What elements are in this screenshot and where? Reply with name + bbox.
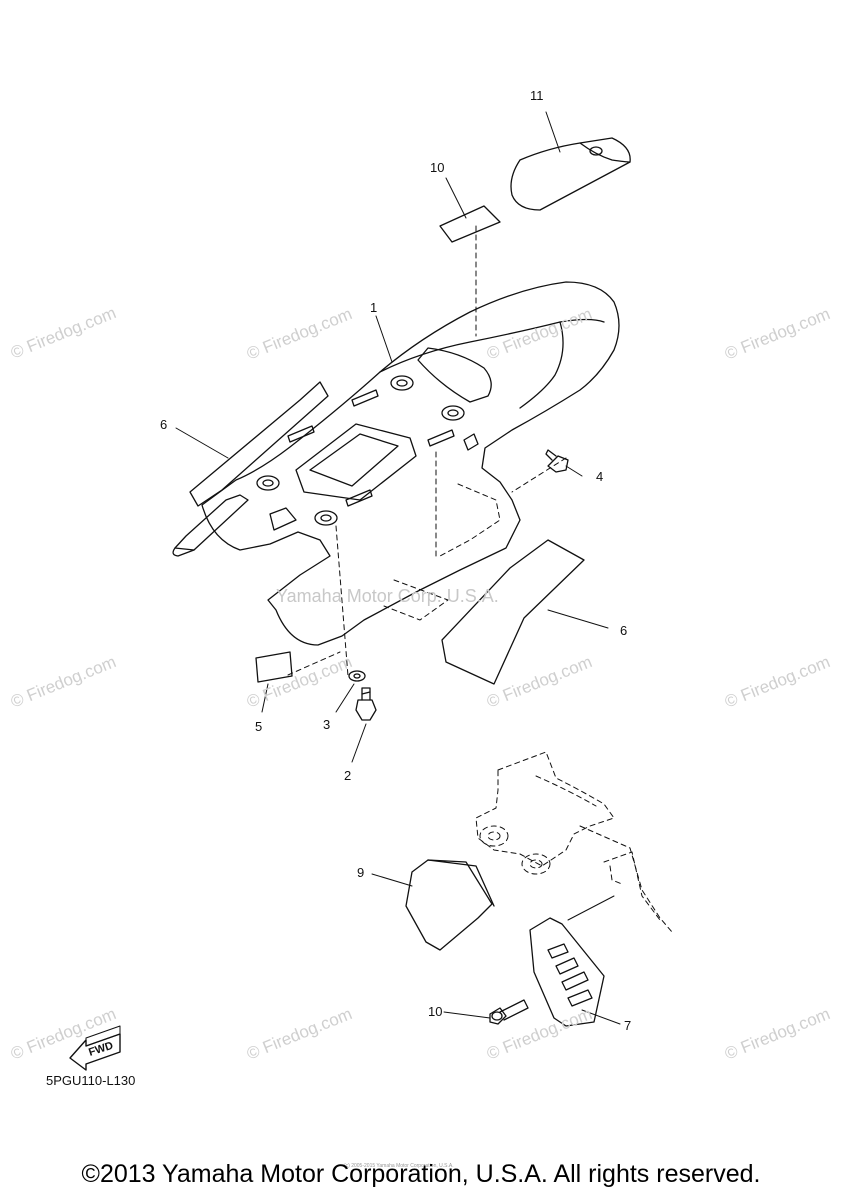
callout-6-upper: 6 — [160, 417, 168, 432]
callout-3: 3 — [323, 717, 331, 732]
part-7-plate-drawing — [529, 917, 605, 1027]
fwd-arrow-icon — [69, 1025, 121, 1071]
part-5-label-drawing — [255, 651, 293, 683]
leader-lines — [175, 111, 621, 1025]
callout-8: 9 — [357, 865, 365, 880]
part-9-bolt-drawing — [489, 999, 529, 1025]
part-1-rear-fender-drawing — [201, 281, 620, 646]
tiny-notice: (c) 2005-2015 Yamaha Motor Corporation, … — [344, 1163, 454, 1169]
part-8-guard-drawing — [405, 859, 493, 951]
callout-1: 1 — [370, 300, 378, 315]
callout-6-lower: 6 — [620, 623, 628, 638]
callout-5: 5 — [255, 719, 263, 734]
part-4-screw-drawing — [545, 449, 569, 473]
callout-9: 10 — [428, 1004, 443, 1019]
callout-4: 4 — [596, 469, 604, 484]
hidden-lines — [287, 225, 567, 677]
callout-11: 11 — [530, 88, 544, 103]
copyright-notice: ©2013 Yamaha Motor Corporation, U.S.A. A… — [81, 1160, 761, 1188]
part-10-label-drawing — [439, 205, 501, 243]
part-11-tube-drawing — [510, 137, 631, 211]
callout-10: 10 — [430, 160, 445, 175]
watermark-yamaha: Yamaha Motor Corp. U.S.A. — [276, 586, 499, 606]
part-6-right-pad-drawing — [441, 539, 585, 685]
diagram-code: 5PGU110-L130 — [46, 1073, 136, 1088]
part-2-bolt-drawing — [355, 687, 377, 721]
callout-7: 7 — [624, 1018, 632, 1033]
callout-2: 2 — [344, 768, 352, 783]
part-6-left-pad-drawing — [189, 381, 329, 507]
part-3-washer-drawing — [348, 670, 366, 682]
frame-section-drawing — [475, 751, 673, 933]
